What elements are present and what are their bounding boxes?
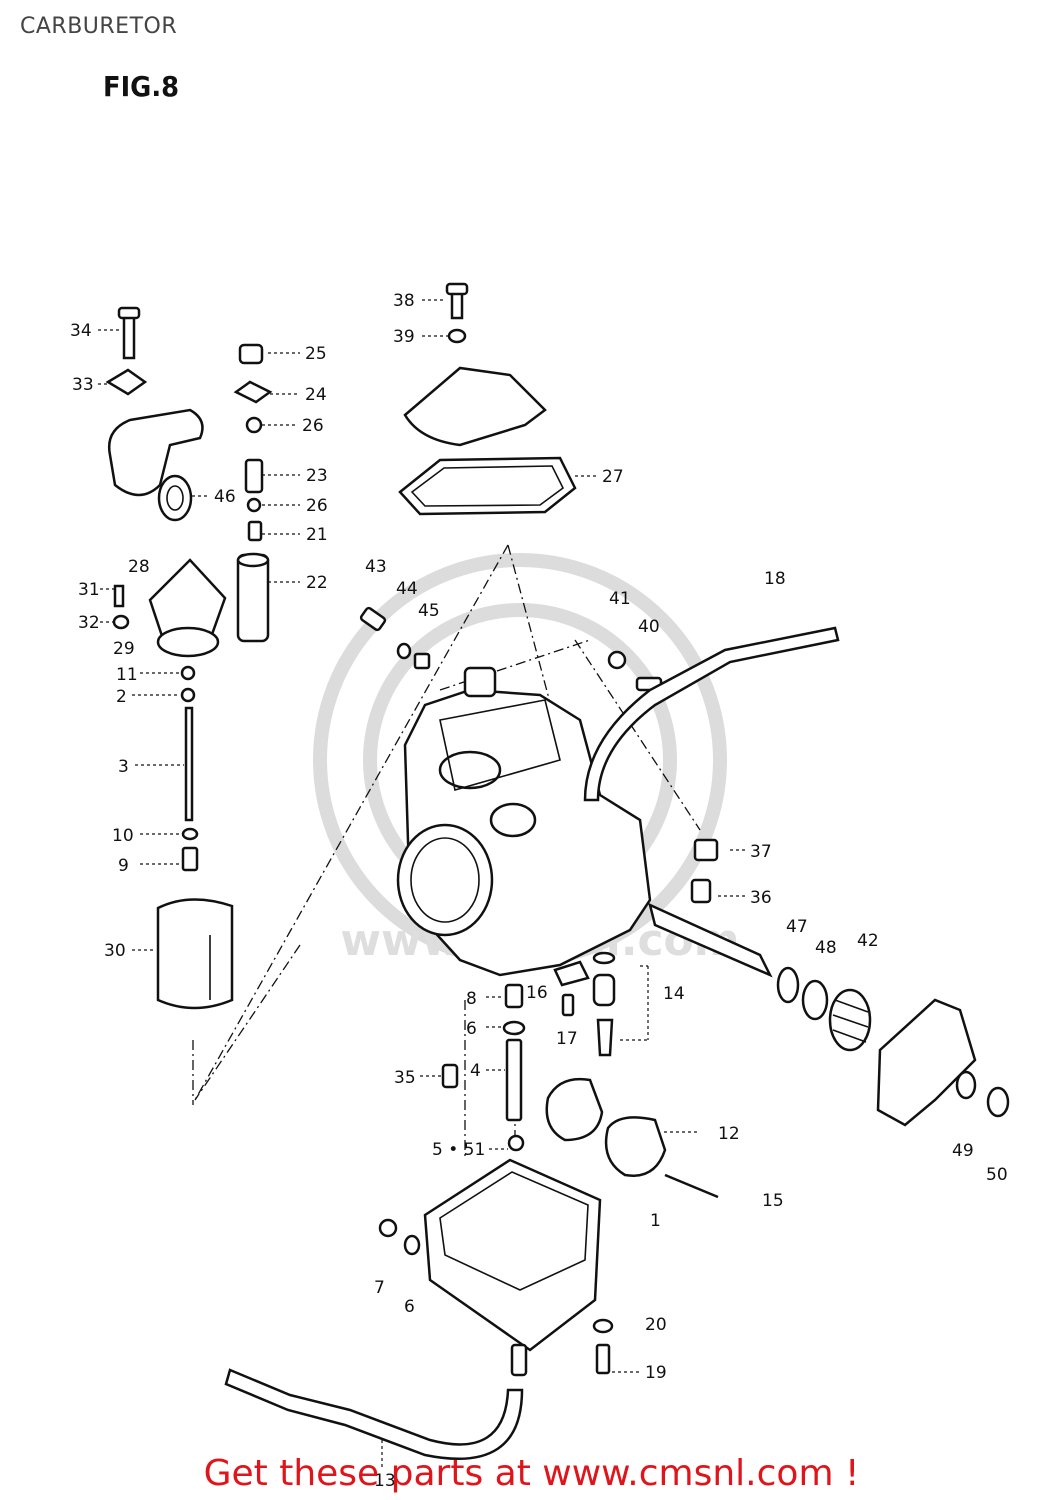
- callout-35: 35: [394, 1068, 416, 1088]
- callout-10: 10: [112, 826, 134, 846]
- callout-1: 1: [650, 1211, 661, 1231]
- callout-16: 16: [526, 983, 548, 1003]
- callout-7: 7: [374, 1278, 385, 1298]
- callout-12: 12: [718, 1124, 740, 1144]
- callout-36: 36: [750, 888, 772, 908]
- callout-45: 45: [418, 601, 440, 621]
- callout-49: 49: [952, 1141, 974, 1161]
- callout-50: 50: [986, 1165, 1008, 1185]
- callout-34: 34: [70, 321, 92, 341]
- drain-hose: [224, 1368, 524, 1460]
- float-group: [545, 1077, 719, 1199]
- callout-5-51: 5 • 51: [432, 1140, 485, 1160]
- callout-21: 21: [306, 525, 328, 545]
- callout-23: 23: [306, 466, 328, 486]
- callout-29: 29: [113, 639, 135, 659]
- callout-48: 48: [815, 938, 837, 958]
- callout-15: 15: [762, 1191, 784, 1211]
- callout-47: 47: [786, 917, 808, 937]
- callout-44: 44: [396, 579, 418, 599]
- callout-2: 2: [116, 687, 127, 707]
- callout-leaders: [98, 299, 745, 1470]
- callout-33: 33: [72, 375, 94, 395]
- right-cover-group: [776, 966, 1010, 1127]
- footer-link[interactable]: Get these parts at www.cmsnl.com !: [203, 1453, 860, 1494]
- carburetor-body: [359, 606, 773, 978]
- callout-18: 18: [764, 569, 786, 589]
- page-title: CARBURETOR: [20, 14, 178, 39]
- callout-31: 31: [78, 580, 100, 600]
- callout-22: 22: [306, 573, 328, 593]
- callout-20: 20: [645, 1315, 667, 1335]
- callout-labels: 34 33 25 24 26 23 26 21 22 46 28 31 32 2…: [70, 291, 1008, 1491]
- callout-17: 17: [556, 1029, 578, 1049]
- callout-28: 28: [128, 557, 150, 577]
- jet-group: [441, 951, 616, 1152]
- vent-hose: [583, 626, 840, 802]
- callout-38: 38: [393, 291, 415, 311]
- callout-11: 11: [116, 665, 138, 685]
- callout-41: 41: [609, 589, 631, 609]
- callout-39: 39: [393, 327, 415, 347]
- callout-14: 14: [663, 984, 685, 1004]
- callout-40: 40: [638, 617, 660, 637]
- callout-6: 6: [466, 1019, 477, 1039]
- top-cover-group: [398, 282, 577, 516]
- callout-9: 9: [118, 856, 129, 876]
- callout-46: 46: [214, 487, 236, 507]
- callout-3: 3: [118, 757, 129, 777]
- top-cap-group: [105, 306, 273, 1010]
- callout-42: 42: [857, 931, 879, 951]
- callout-43: 43: [365, 557, 387, 577]
- callout-8: 8: [466, 989, 477, 1009]
- float-bowl: [378, 1158, 614, 1377]
- callout-19: 19: [645, 1363, 667, 1383]
- callout-32: 32: [78, 613, 100, 633]
- callout-27: 27: [602, 467, 624, 487]
- callout-37: 37: [750, 842, 772, 862]
- callout-30: 30: [104, 941, 126, 961]
- callout-26: 26: [306, 496, 328, 516]
- callout-24: 24: [305, 385, 327, 405]
- callout-6: 6: [404, 1297, 415, 1317]
- figure-number: FIG.8: [103, 70, 180, 103]
- callout-13: 13: [374, 1471, 396, 1491]
- callout-25: 25: [305, 344, 327, 364]
- callout-4: 4: [470, 1061, 481, 1081]
- callout-26: 26: [302, 416, 324, 436]
